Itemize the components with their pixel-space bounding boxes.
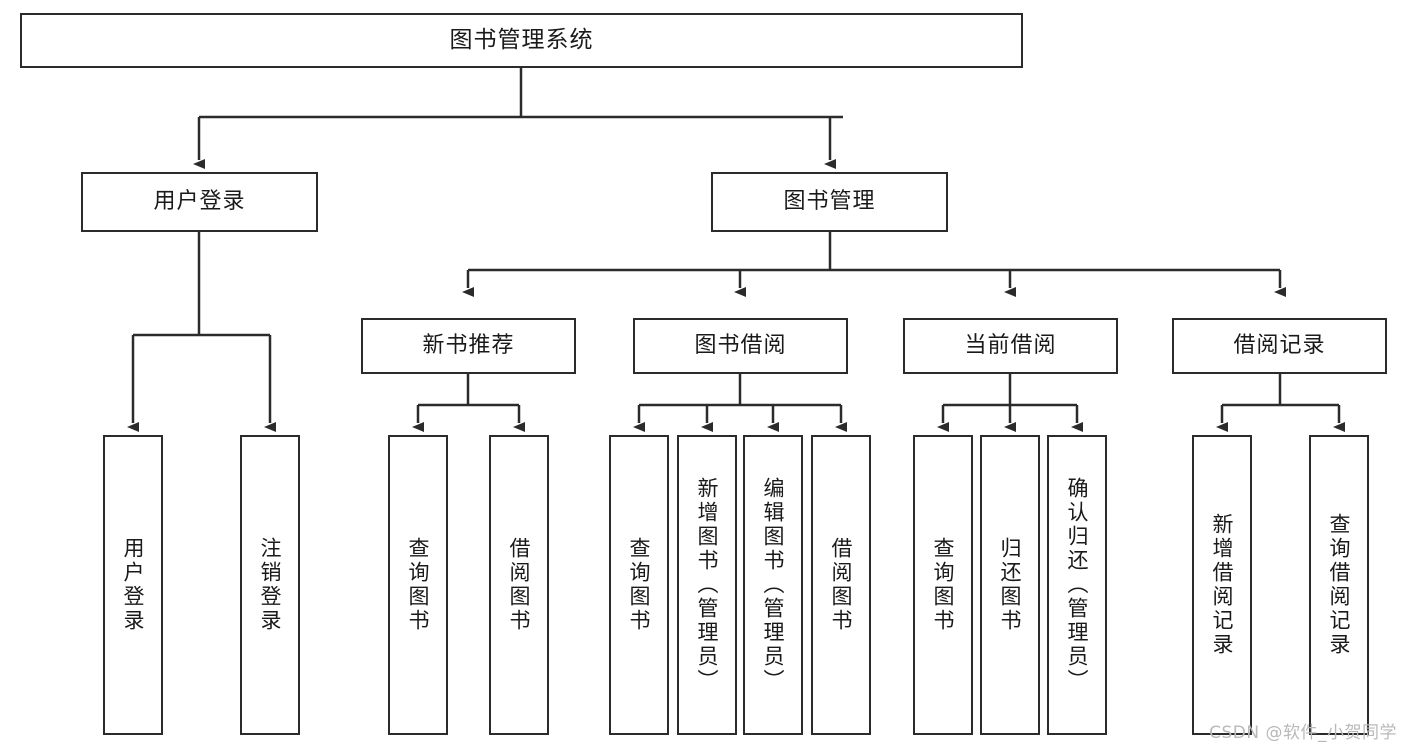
node-borrow-record[interactable]: 借阅记录 <box>1172 318 1387 374</box>
node-label: 借阅记录 <box>1233 332 1326 358</box>
leaf-current-confirm-return-admin[interactable]: 确认归还（管理员） <box>1047 435 1107 735</box>
node-book-borrow[interactable]: 图书借阅 <box>633 318 848 374</box>
node-label: 新增借阅记录 <box>1210 513 1235 657</box>
leaf-user-login-login[interactable]: 用户登录 <box>103 435 163 735</box>
leaf-new-book-query[interactable]: 查询图书 <box>388 435 448 735</box>
leaf-current-return-book[interactable]: 归还图书 <box>980 435 1040 735</box>
node-label: 图书管理系统 <box>449 26 594 53</box>
leaf-borrow-edit-book-admin[interactable]: 编辑图书（管理员） <box>743 435 803 735</box>
node-label: 借阅图书 <box>829 537 854 633</box>
node-label: 注销登录 <box>258 537 283 633</box>
node-label: 查询图书 <box>627 537 652 633</box>
leaf-borrow-borrow-book[interactable]: 借阅图书 <box>811 435 871 735</box>
leaf-record-add-record[interactable]: 新增借阅记录 <box>1192 435 1252 735</box>
node-label: 用户登录 <box>153 188 246 214</box>
node-label: 查询图书 <box>406 537 431 633</box>
leaf-user-login-logout[interactable]: 注销登录 <box>240 435 300 735</box>
node-label: 归还图书 <box>998 537 1023 633</box>
leaf-record-query-record[interactable]: 查询借阅记录 <box>1309 435 1369 735</box>
node-label: 编辑图书（管理员） <box>761 477 786 693</box>
node-label: 查询借阅记录 <box>1327 513 1352 657</box>
leaf-borrow-add-book-admin[interactable]: 新增图书（管理员） <box>677 435 737 735</box>
leaf-borrow-query-book[interactable]: 查询图书 <box>609 435 669 735</box>
node-label: 图书借阅 <box>694 332 787 358</box>
node-book-management[interactable]: 图书管理 <box>711 172 948 232</box>
node-current-borrow[interactable]: 当前借阅 <box>903 318 1118 374</box>
node-label: 新增图书（管理员） <box>695 477 720 693</box>
watermark-text: CSDN @软件_小贺同学 <box>1209 723 1397 743</box>
node-new-book-recommend[interactable]: 新书推荐 <box>361 318 576 374</box>
node-label: 查询图书 <box>931 537 956 633</box>
node-label: 当前借阅 <box>964 332 1057 358</box>
leaf-new-book-borrow[interactable]: 借阅图书 <box>489 435 549 735</box>
node-user-login[interactable]: 用户登录 <box>81 172 318 232</box>
node-label: 确认归还（管理员） <box>1065 477 1090 693</box>
node-label: 新书推荐 <box>422 332 515 358</box>
leaf-current-query-book[interactable]: 查询图书 <box>913 435 973 735</box>
node-label: 借阅图书 <box>507 537 532 633</box>
node-root-system[interactable]: 图书管理系统 <box>20 13 1023 68</box>
node-label: 图书管理 <box>783 188 876 214</box>
node-label: 用户登录 <box>121 537 146 633</box>
